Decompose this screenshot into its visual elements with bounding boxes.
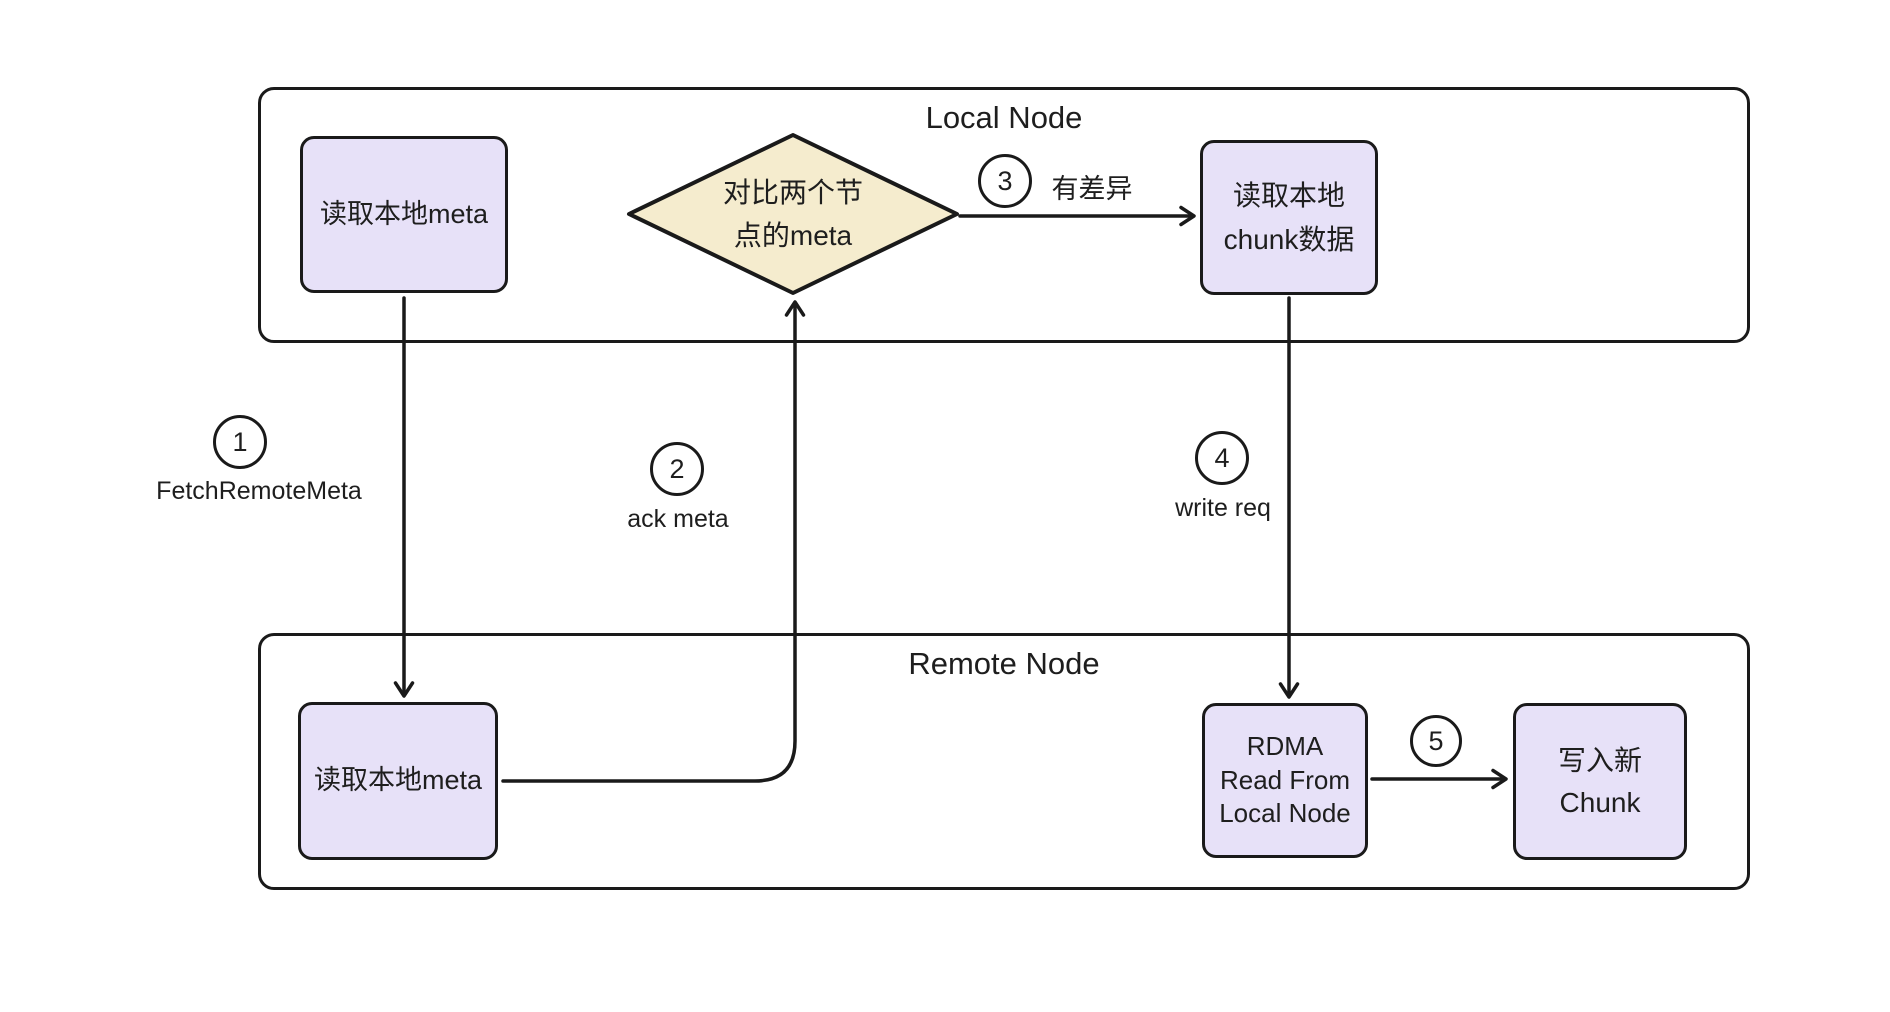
edge-label-write-req: write req <box>1175 494 1271 522</box>
step-number: 1 <box>232 426 248 457</box>
edge-label-ack-meta: ack meta <box>627 505 729 533</box>
node-label-line: chunk数据 <box>1223 223 1355 255</box>
node-write-chunk: 写入新 Chunk <box>1513 703 1687 860</box>
decision-diamond-shape <box>627 133 959 295</box>
node-read-local-meta-top: 读取本地meta <box>300 136 508 293</box>
step-circle-2: 2 <box>650 442 704 496</box>
step-number: 4 <box>1214 442 1230 473</box>
node-label: 读取本地meta <box>319 198 489 229</box>
edge-label-has-diff: 有差异 <box>1051 174 1133 204</box>
node-label-line: Read From <box>1219 764 1351 795</box>
step-circle-3: 3 <box>978 154 1032 208</box>
step-circle-4: 4 <box>1195 431 1249 485</box>
node-label-line: 读取本地 <box>1232 180 1345 212</box>
step-number: 2 <box>669 453 685 484</box>
node-label-line: RDMA <box>1246 730 1324 761</box>
step-circle-1: 1 <box>213 415 267 469</box>
node-label-line: 写入新 <box>1557 744 1642 776</box>
remote-node-title: Remote Node <box>908 646 1100 681</box>
node-label-line: Chunk <box>1559 786 1641 818</box>
local-node-title: Local Node <box>925 100 1083 135</box>
local-node-container: Local Node <box>258 87 1750 343</box>
node-read-chunk: 读取本地 chunk数据 <box>1200 140 1378 295</box>
node-label: 读取本地meta <box>313 765 483 796</box>
step-number: 5 <box>1428 725 1444 756</box>
node-label-line: Local Node <box>1219 798 1351 829</box>
node-rdma-read: RDMA Read From Local Node <box>1202 703 1368 858</box>
edge-ack-meta <box>501 300 806 783</box>
step-circle-5: 5 <box>1410 715 1462 767</box>
node-read-local-meta-bottom: 读取本地meta <box>298 702 498 860</box>
edge-label-fetch-remote-meta: FetchRemoteMeta <box>156 477 362 505</box>
remote-node-container: Remote Node <box>258 633 1750 890</box>
step-number: 3 <box>997 165 1013 196</box>
